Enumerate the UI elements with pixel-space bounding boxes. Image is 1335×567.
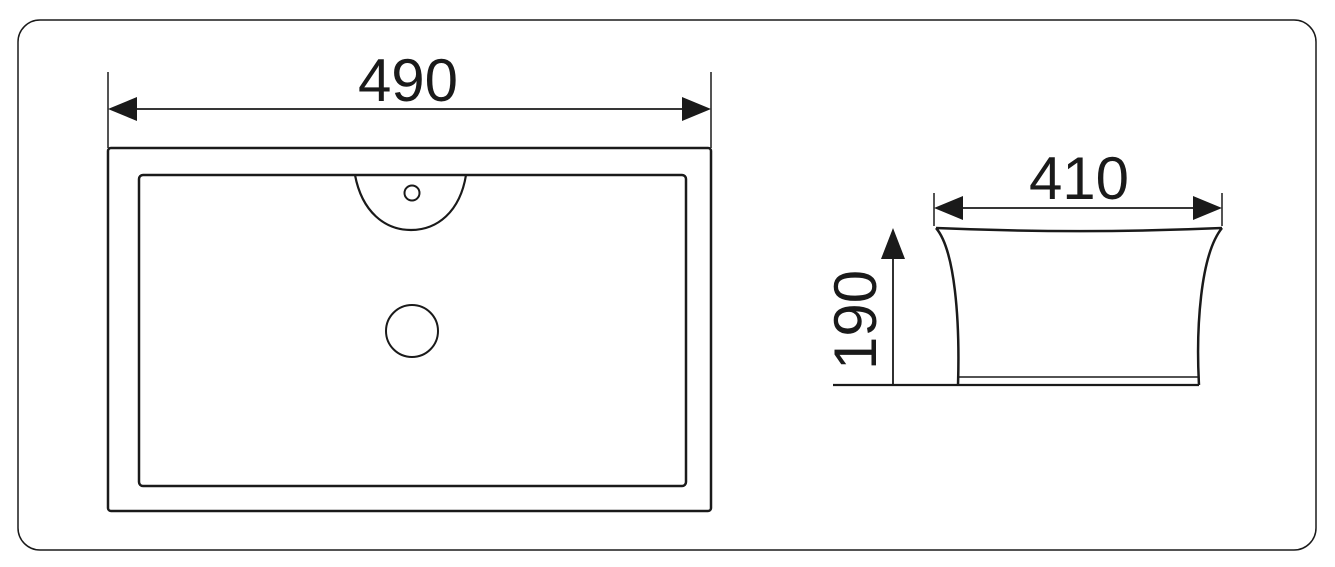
basin-inner-bowl <box>137 173 688 488</box>
faucet-hole <box>403 184 421 202</box>
drain-hole <box>385 304 439 358</box>
basin-profile <box>935 226 1223 386</box>
side-view: 410 190 <box>822 145 1223 387</box>
top-width-label: 490 <box>358 47 458 114</box>
side-height-arrow-top <box>881 228 905 259</box>
side-width-arrow-right <box>1193 196 1222 220</box>
faucet-deck <box>353 174 468 232</box>
basin-outer-rim <box>106 146 713 513</box>
side-height-label: 190 <box>822 270 889 370</box>
side-width-arrow-left <box>934 196 963 220</box>
top-width-arrow-right <box>682 97 711 121</box>
drawing-frame <box>17 19 1317 551</box>
side-width-label: 410 <box>1029 145 1129 212</box>
top-width-arrow-left <box>108 97 137 121</box>
top-view: 490 <box>106 47 713 513</box>
